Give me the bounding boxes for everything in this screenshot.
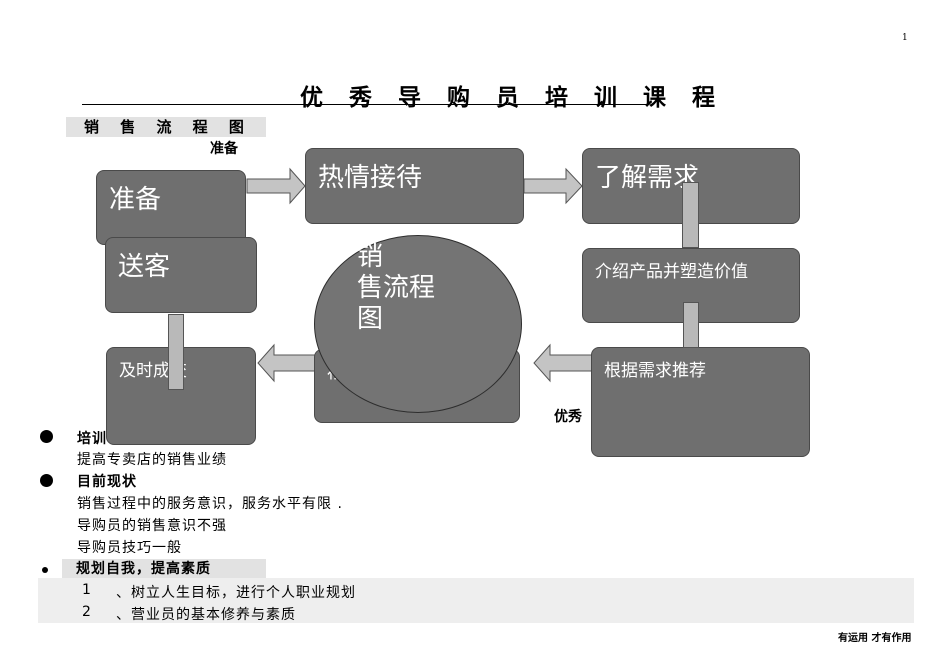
footer-slogan: 有运用 才有作用 [838,633,912,644]
list-1-number: 1 [82,582,92,598]
page-number: 1 [902,33,908,43]
bullet-2-line-1: 销售过程中的服务意识，服务水平有限 . [77,496,343,512]
flow-box-label: 根据需求推荐 [604,361,706,381]
center-line-3: 图 [357,304,384,334]
flow-box-label: 了解需求 [595,163,700,193]
flow-box-label: 热情接待 [318,163,423,193]
center-line-2: 售流程 [357,273,436,303]
section-label: 销 售 流 程 图 [66,117,266,137]
stray-label: 准备 [210,141,238,157]
connector-close-send-off [168,314,184,390]
arrow-reception-to-understand [523,167,583,205]
arrow-prepare-to-reception [246,167,306,205]
flow-box-label: 准备 [109,185,162,215]
connector-understand-introduce [682,182,699,248]
bullet-2 [40,474,53,487]
center-circle: 销 售流程 图 [314,235,522,413]
flow-box-label: 介绍产品并塑造价值 [595,262,748,282]
flow-box-prepare: 准备 [96,170,246,245]
bullet-2-line-3: 导购员技巧一般 [77,540,182,556]
page-title: 优 秀 导 购 员 培 训 课 程 [300,85,725,111]
flow-box-send-off: 送客 [105,237,257,313]
bullet-3 [42,567,48,573]
arrow-circle-to-close [257,343,317,383]
bullet-1-heading: 培训 [77,431,107,447]
connector-introduce-recommend [683,302,699,348]
center-line-1: 销 [357,242,384,272]
flow-box-reception: 热情接待 [305,148,524,224]
flow-box-introduce: 介绍产品并塑造价值 [582,248,800,323]
bullet-3-heading: 规划自我，提高素质 [62,559,266,579]
overlap-label: 优秀 [554,409,582,425]
bullet-1 [40,430,53,443]
list-2-text: 、营业员的基本修养与素质 [116,607,296,623]
bullet-2-line-2: 导购员的销售意识不强 [77,518,227,534]
flow-box-recommend: 根据需求推荐 [591,347,810,457]
list-1-text: 、树立人生目标，进行个人职业规划 [116,585,356,601]
bullet-2-heading: 目前现状 [77,474,137,490]
arrow-recommend-to-circle [533,343,593,383]
numbered-list-background [38,578,914,623]
list-2-number: 2 [82,604,92,620]
bullet-1-line-1: 提高专卖店的销售业绩 [77,452,227,468]
title-underline [82,104,648,105]
flow-box-label: 送客 [118,252,171,282]
